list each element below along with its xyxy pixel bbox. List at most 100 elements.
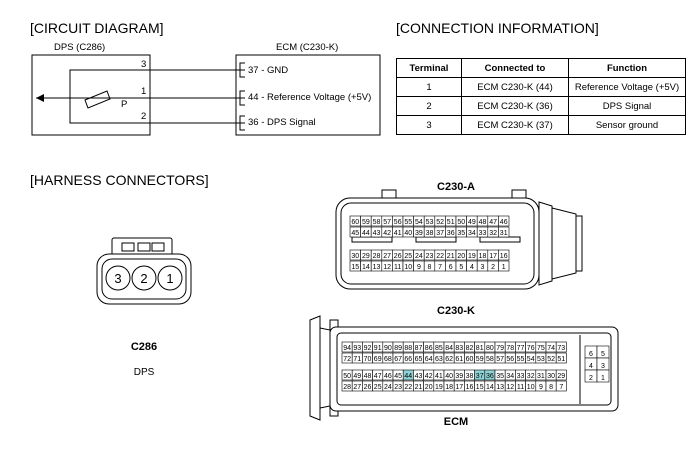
c230a-pin: 55 bbox=[404, 219, 412, 226]
column-header: Connected to bbox=[461, 58, 569, 78]
c230k-pin: 76 bbox=[527, 345, 535, 352]
c230k-pin: 73 bbox=[557, 345, 565, 352]
c230k-pin: 20 bbox=[425, 384, 433, 391]
ecm-pin-gnd: 37 - GND bbox=[248, 65, 289, 76]
sensor-arrow-head bbox=[36, 94, 44, 102]
c230k-title: C230-K bbox=[437, 305, 475, 317]
harness-connectors-heading: [HARNESS CONNECTORS] bbox=[30, 172, 209, 188]
c230a-pin: 29 bbox=[362, 253, 370, 260]
c230a-pin: 13 bbox=[373, 264, 381, 271]
table-cell: Reference Voltage (+5V) bbox=[568, 77, 686, 97]
c230k-pin: 81 bbox=[476, 345, 484, 352]
c286-code: C286 bbox=[131, 341, 157, 353]
c230a-pin: 19 bbox=[468, 253, 476, 260]
c230a-pin-cell bbox=[498, 260, 510, 272]
table-row: 2 ECM C230-K (36) DPS Signal bbox=[396, 96, 686, 116]
c230k-pin: 48 bbox=[364, 373, 372, 380]
c230a-pin: 40 bbox=[404, 230, 412, 237]
c230k-pin: 67 bbox=[394, 356, 402, 363]
c230k-pin: 24 bbox=[384, 384, 392, 391]
c230k-pin: 7 bbox=[559, 384, 563, 391]
c230k-pin: 41 bbox=[435, 373, 443, 380]
c230k-pin-cell bbox=[555, 380, 567, 392]
c230k-pin: 87 bbox=[415, 345, 423, 352]
c230a-pin: 20 bbox=[457, 253, 465, 260]
c230k-pin: 42 bbox=[425, 373, 433, 380]
c230a-pin: 52 bbox=[436, 219, 444, 226]
c230k-pin: 89 bbox=[394, 345, 402, 352]
ecm-pin-ref: 44 - Reference Voltage (+5V) bbox=[248, 92, 372, 103]
c230k-pin: 66 bbox=[404, 356, 412, 363]
c230k-pin: 61 bbox=[455, 356, 463, 363]
c230k-pin: 11 bbox=[517, 384, 524, 391]
c230k-pin-cell bbox=[555, 369, 567, 381]
c230a-pin: 28 bbox=[373, 253, 381, 260]
c230k-pin: 28 bbox=[343, 384, 351, 391]
c230k-pin: 9 bbox=[539, 384, 543, 391]
c230a-pin: 1 bbox=[502, 264, 506, 271]
c230k-pin: 93 bbox=[353, 345, 361, 352]
c230a-pin: 50 bbox=[457, 219, 465, 226]
c230a-pin: 45 bbox=[351, 230, 359, 237]
c230k-pin: 79 bbox=[496, 345, 504, 352]
table-cell: 3 bbox=[396, 115, 462, 135]
c230a-pin: 16 bbox=[500, 253, 508, 260]
c230k-pin: 43 bbox=[415, 373, 423, 380]
c230k-pin: 31 bbox=[537, 373, 545, 380]
connection-info-heading: [CONNECTION INFORMATION] bbox=[396, 20, 599, 36]
c230k-pin: 83 bbox=[455, 345, 463, 352]
c230k-pin: 53 bbox=[537, 356, 545, 363]
c230k-pin: 50 bbox=[343, 373, 351, 380]
c230k-pin: 46 bbox=[384, 373, 392, 380]
c230k-pin: 12 bbox=[506, 384, 514, 391]
c230k-pin: 10 bbox=[527, 384, 535, 391]
c230k-pin: 86 bbox=[425, 345, 433, 352]
c230k-pin: 72 bbox=[343, 356, 351, 363]
c230k-pin: 52 bbox=[547, 356, 555, 363]
table-cell: 1 bbox=[396, 77, 462, 97]
c230k-pin-cell bbox=[555, 352, 567, 364]
c230a-pin: 25 bbox=[404, 253, 412, 260]
c230a-pin: 15 bbox=[351, 264, 359, 271]
c230k-pin: 37 bbox=[476, 373, 484, 380]
c230k-pin: 44 bbox=[404, 373, 412, 380]
c230a-pin: 42 bbox=[383, 230, 391, 237]
ecm-box bbox=[235, 54, 381, 136]
sensor-pin-label: P bbox=[121, 99, 128, 110]
c286-pin: 1 bbox=[166, 271, 173, 286]
c230a-pin: 48 bbox=[479, 219, 487, 226]
c230a-pin: 36 bbox=[447, 230, 455, 237]
c230a-pin: 31 bbox=[500, 230, 508, 237]
c230k-pin: 60 bbox=[466, 356, 474, 363]
c230k-pin: 14 bbox=[486, 384, 494, 391]
c230a-pin: 12 bbox=[383, 264, 391, 271]
c230k-pin: 71 bbox=[353, 356, 361, 363]
c230a-pin: 32 bbox=[489, 230, 497, 237]
c230k-pin: 38 bbox=[466, 373, 474, 380]
c230a-pin: 6 bbox=[449, 264, 453, 271]
connection-table: Terminal Connected to Function 1 ECM C23… bbox=[396, 58, 686, 135]
c230a-pin: 49 bbox=[468, 219, 476, 226]
c230k-side-pin: 2 bbox=[589, 375, 593, 382]
c230a-pin: 21 bbox=[447, 253, 455, 260]
table-cell: ECM C230-K (36) bbox=[461, 96, 569, 116]
c230a-pin: 17 bbox=[489, 253, 497, 260]
c230k-pin: 65 bbox=[415, 356, 423, 363]
c230a-pin: 51 bbox=[447, 219, 455, 226]
c230k-side-pin: 3 bbox=[601, 363, 605, 370]
c230k-pin: 70 bbox=[364, 356, 372, 363]
ecm-pin-signal: 36 - DPS Signal bbox=[248, 117, 316, 128]
c230a-pin: 57 bbox=[383, 219, 391, 226]
c230k-pin: 23 bbox=[394, 384, 402, 391]
c230a-pin: 54 bbox=[415, 219, 423, 226]
c230a-pin: 8 bbox=[428, 264, 432, 271]
c230k-pin: 13 bbox=[496, 384, 504, 391]
c230a-pin: 38 bbox=[426, 230, 434, 237]
c230k-pin: 80 bbox=[486, 345, 494, 352]
c230a-pin: 59 bbox=[362, 219, 370, 226]
dps-pin-2: 2 bbox=[141, 111, 147, 122]
c230k-pin: 19 bbox=[435, 384, 443, 391]
c230k-pin: 88 bbox=[404, 345, 412, 352]
c230k-pin: 16 bbox=[466, 384, 474, 391]
c230a-pin: 47 bbox=[489, 219, 497, 226]
